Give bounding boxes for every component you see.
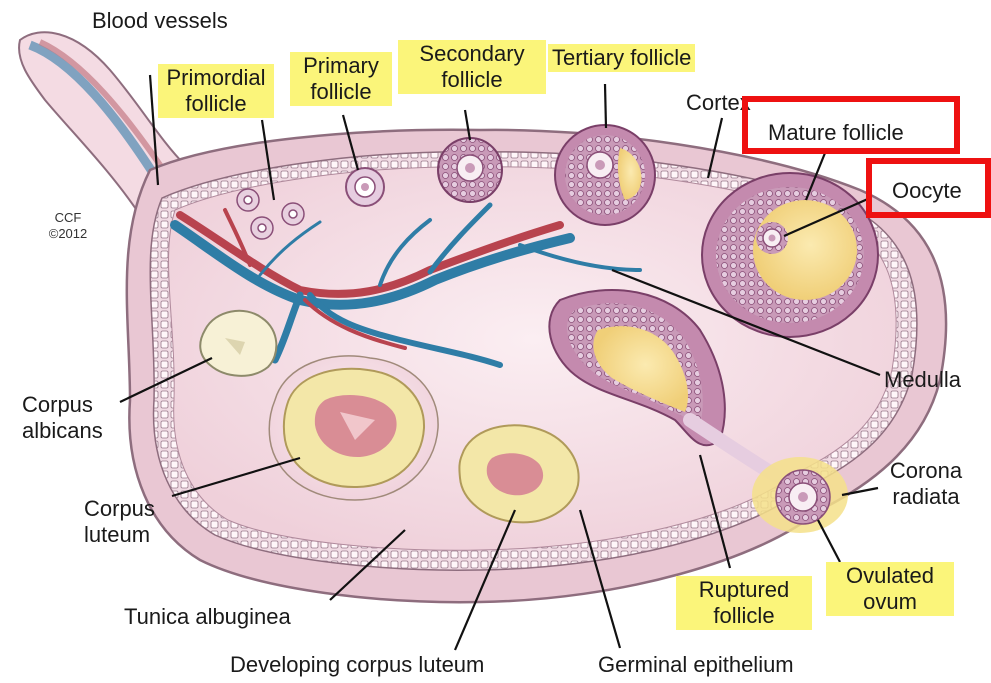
label-primordial-follicle: Primordial follicle bbox=[158, 64, 274, 118]
label-corona-radiata-line2: radiata bbox=[876, 484, 976, 510]
label-corpus-albicans: Corpus albicans bbox=[22, 392, 103, 444]
label-blood-vessels: Blood vessels bbox=[92, 8, 228, 34]
label-primary-follicle-line2: follicle bbox=[294, 79, 388, 105]
label-corona-radiata: Corona radiata bbox=[876, 458, 976, 510]
label-oocyte: Oocyte bbox=[892, 178, 962, 204]
credit-line-1: CCF bbox=[46, 210, 90, 225]
label-corpus-luteum-line2: luteum bbox=[84, 522, 155, 548]
label-ovulated-ovum-line2: ovum bbox=[830, 589, 950, 615]
label-medulla: Medulla bbox=[884, 367, 961, 393]
label-secondary-follicle: Secondary follicle bbox=[398, 40, 546, 94]
tertiary-follicle bbox=[555, 125, 655, 225]
label-secondary-follicle-line2: follicle bbox=[402, 67, 542, 93]
label-primary-follicle: Primary follicle bbox=[290, 52, 392, 106]
label-germinal-epithelium: Germinal epithelium bbox=[598, 652, 794, 678]
label-ruptured-follicle-line2: follicle bbox=[680, 603, 808, 629]
label-corpus-albicans-line1: Corpus bbox=[22, 392, 103, 418]
corpus-luteum bbox=[269, 356, 438, 500]
credit-line-2: ©2012 bbox=[40, 226, 96, 241]
secondary-follicle bbox=[438, 138, 502, 202]
developing-corpus-luteum bbox=[459, 425, 578, 522]
label-mature-follicle: Mature follicle bbox=[768, 120, 904, 146]
label-corona-radiata-line1: Corona bbox=[876, 458, 976, 484]
label-corpus-albicans-line2: albicans bbox=[22, 418, 103, 444]
label-ruptured-follicle-line1: Ruptured bbox=[680, 577, 808, 603]
label-ovulated-ovum-line1: Ovulated bbox=[830, 563, 950, 589]
mature-follicle bbox=[702, 173, 878, 337]
primary-follicle bbox=[346, 168, 384, 206]
label-primordial-follicle-line2: follicle bbox=[162, 91, 270, 117]
corpus-albicans bbox=[200, 311, 276, 376]
label-corpus-luteum: Corpus luteum bbox=[84, 496, 155, 548]
label-secondary-follicle-line1: Secondary bbox=[402, 41, 542, 67]
label-primordial-follicle-line1: Primordial bbox=[162, 65, 270, 91]
label-ruptured-follicle: Ruptured follicle bbox=[676, 576, 812, 630]
label-ovulated-ovum: Ovulated ovum bbox=[826, 562, 954, 616]
label-developing-corpus-luteum: Developing corpus luteum bbox=[230, 652, 484, 678]
label-tunica-albuginea: Tunica albuginea bbox=[124, 604, 291, 630]
label-corpus-luteum-line1: Corpus bbox=[84, 496, 155, 522]
label-tertiary-follicle: Tertiary follicle bbox=[548, 44, 695, 72]
label-primary-follicle-line1: Primary bbox=[294, 53, 388, 79]
ovulated-ovum bbox=[752, 457, 848, 533]
